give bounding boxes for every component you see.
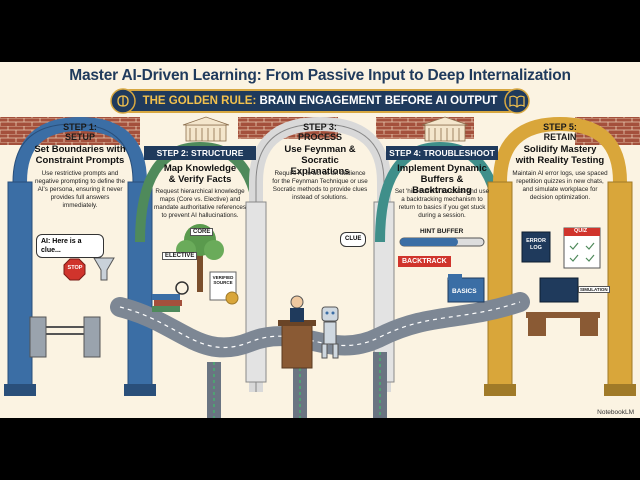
quiz-board-icon [563, 227, 601, 269]
error-log-label: ERROR LOG [526, 238, 546, 251]
step-2-heading: Map Knowledge & Verify Facts [163, 163, 237, 185]
step-4-banner: STEP 4: TROUBLESHOOT [386, 146, 498, 160]
simulation-label: SIMULATION [578, 286, 610, 293]
step-3-tag-line-2: PROCESS [297, 132, 342, 142]
infographic-canvas: Master AI-Driven Learning: From Passive … [0, 62, 640, 418]
basics-label: BASICS [452, 288, 477, 295]
arch-step-1 [4, 116, 156, 396]
hint-buffer-label: HINT BUFFER [420, 228, 464, 235]
step-5-heading: Solidify Mastery with Reality Testing [515, 144, 605, 166]
folder-icon [447, 274, 485, 303]
step-1-tag-line-2: SETUP [64, 132, 95, 142]
step-4-heading: Implement Dynamic Buffers & Backtracking [397, 163, 487, 196]
stop-sign-icon [63, 258, 86, 281]
step-2-description: Request hierarchical knowledge maps (Cor… [153, 188, 247, 219]
turnstile-icon [29, 316, 101, 358]
step-3-heading: Use Feynman & Socratic Explanations [284, 144, 356, 177]
step-5-description: Maintain AI error logs, use spaced repet… [512, 170, 608, 201]
step-5-tag: STEP 5: RETAIN [528, 122, 592, 142]
robot-icon [321, 306, 339, 359]
step-3-tag: STEP 3: PROCESS [288, 122, 352, 142]
funnel-icon [93, 257, 115, 281]
step-1-tag: STEP 1: SETUP [48, 122, 112, 142]
step-3-description: Require AI to act as an audience for the… [272, 170, 368, 201]
backtrack-label: BACKTRACK [398, 256, 451, 267]
golden-rule-banner: THE GOLDEN RULE: BRAIN ENGAGEMENT BEFORE… [110, 88, 530, 114]
brain-icon [110, 88, 136, 114]
winding-road [110, 292, 530, 418]
certificate-icon [209, 271, 239, 305]
stop-sign-label: STOP [67, 265, 83, 271]
quiz-label: QUIZ [574, 228, 588, 234]
step-5-tag-line-2: RETAIN [543, 132, 577, 142]
notebooklm-watermark: NotebookLM [597, 409, 634, 416]
clue-bubble: CLUE [340, 232, 367, 247]
arch-step-5 [484, 116, 636, 396]
step-1-tag-line-1: STEP 1: [63, 122, 97, 132]
step-4-description: Set 'hint buffers' for clues and use a b… [394, 188, 490, 219]
golden-rule-body: BRAIN ENGAGEMENT BEFORE AI OUTPUT [259, 95, 498, 107]
podium-icon [278, 295, 316, 369]
books-icon [152, 281, 189, 312]
desk-simulation-icon [526, 277, 600, 336]
building-icon-right [421, 116, 469, 142]
golden-rule-prefix: THE GOLDEN RULE: [142, 95, 257, 107]
step-2-banner: STEP 2: STRUCTURE [144, 146, 256, 160]
open-book-icon [504, 88, 530, 114]
hint-buffer-bar [399, 237, 485, 247]
golden-rule-text: THE GOLDEN RULE: BRAIN ENGAGEMENT BEFORE… [120, 91, 520, 111]
step-5-tag-line-1: STEP 5: [543, 122, 577, 132]
ai-clue-bubble: AI: Here is a clue... [36, 234, 104, 258]
step-1-heading: Set Boundaries with Constraint Prompts [34, 144, 126, 166]
step-3-tag-line-1: STEP 3: [303, 122, 337, 132]
page-title: Master AI-Driven Learning: From Passive … [69, 67, 571, 84]
core-label: CORE [190, 228, 214, 236]
building-icon-left [182, 116, 230, 142]
step-1-description: Use restrictive prompts and negative pro… [35, 170, 125, 209]
elective-label: ELECTIVE [162, 252, 198, 260]
verified-source-label: VERIFIED SOURCE [212, 275, 234, 285]
error-log-icon [521, 231, 551, 263]
